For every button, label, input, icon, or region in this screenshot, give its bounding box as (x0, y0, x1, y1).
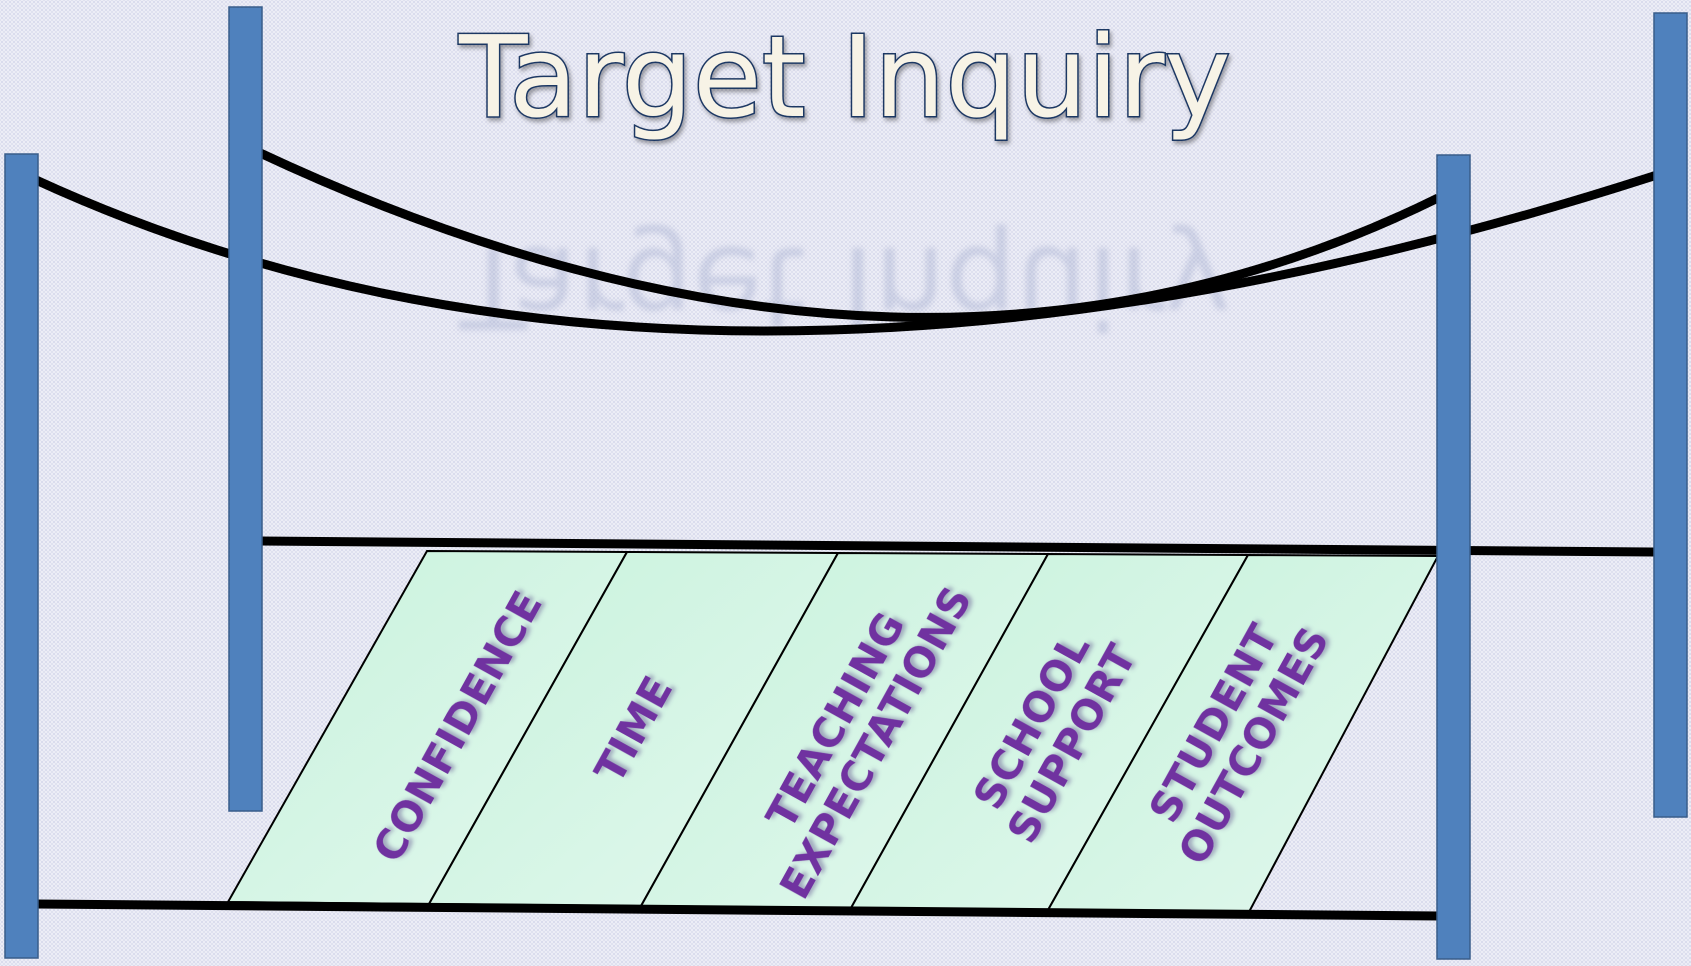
post-back-right (1653, 12, 1688, 818)
rope-deck-back (259, 536, 1657, 557)
rope-upper-back (256, 147, 1440, 322)
post-front-right (1436, 154, 1471, 960)
post-front-left (4, 153, 39, 959)
rope-deck-front (35, 899, 1441, 921)
bridge-posts (4, 6, 1688, 960)
deck-plank: TIME (427, 550, 840, 908)
page-title: Target Inquiry (458, 13, 1231, 143)
post-back-left (228, 6, 263, 812)
